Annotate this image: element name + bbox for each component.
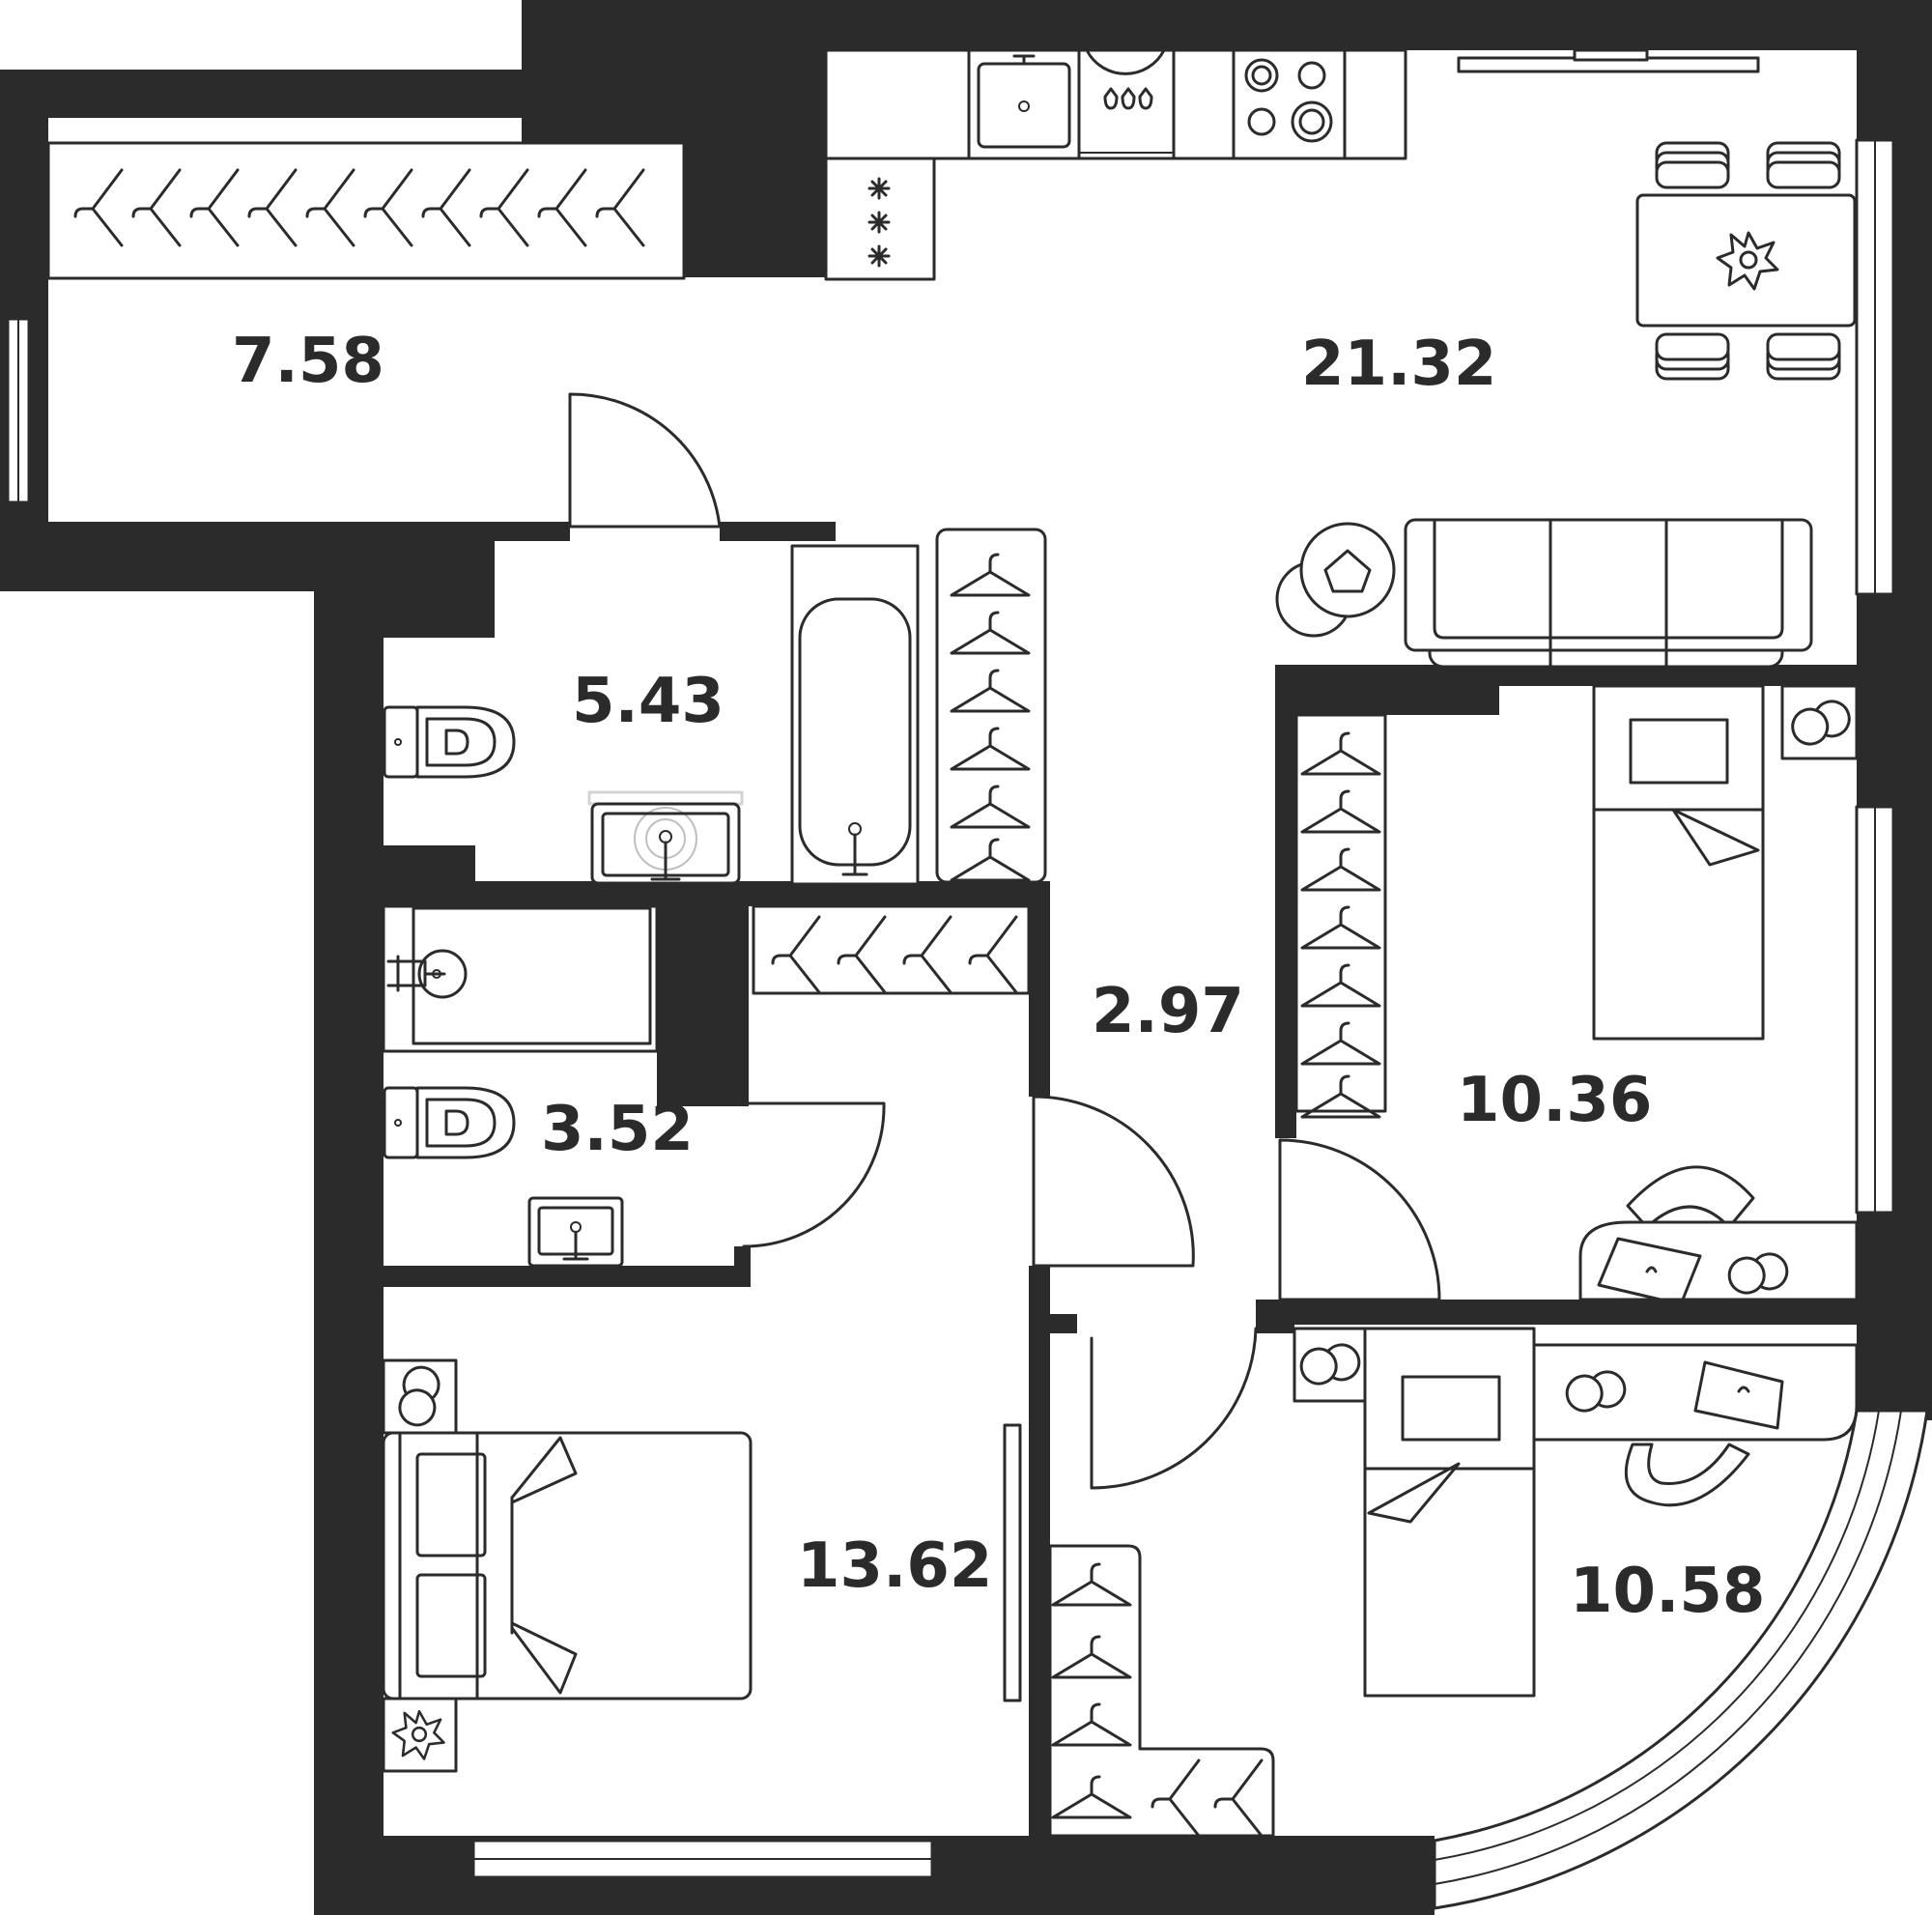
area-label-bedroom-right: 10.36	[1457, 1065, 1652, 1136]
corner-bedroom-furniture	[1048, 1327, 1859, 1838]
bath-side-wardrobe	[935, 528, 1047, 884]
windows	[6, 138, 1929, 1910]
area-label-hallway: 7.58	[232, 326, 384, 397]
dining-set	[1635, 141, 1857, 381]
kitchen-furniture	[824, 48, 1760, 281]
area-label-bedroom-master: 13.62	[797, 1530, 992, 1602]
room-area-labels: 7.58 21.32 5.43 2.97 10.36 3.52 13.62 10…	[232, 326, 1765, 1627]
area-label-corridor: 2.97	[1092, 976, 1244, 1047]
hallway-wardrobe	[46, 141, 686, 280]
bedroom-right-furniture	[1294, 684, 1859, 1306]
sofa	[1275, 518, 1813, 669]
bathroom-fixtures	[383, 544, 920, 886]
area-label-bedroom-corner: 10.58	[1570, 1556, 1765, 1627]
area-label-kitchen-living: 21.32	[1301, 329, 1496, 400]
master-bedroom-furniture	[382, 1358, 753, 1773]
doors	[568, 392, 1441, 1702]
wc-fixtures	[383, 1086, 624, 1268]
area-label-bathroom: 5.43	[572, 666, 724, 737]
corridor-wardrobe	[752, 904, 1031, 995]
area-label-toilet: 3.52	[541, 1094, 694, 1165]
shower	[382, 904, 659, 1053]
